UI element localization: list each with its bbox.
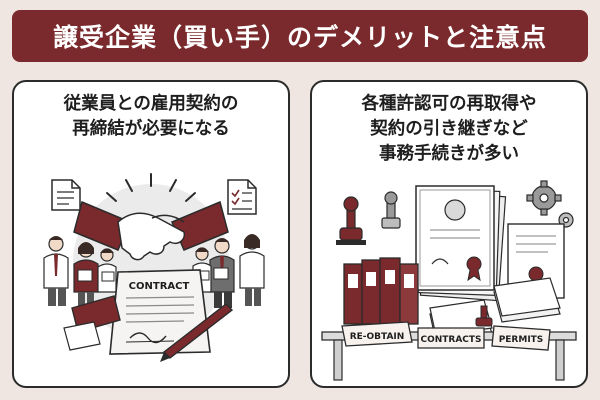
desk-leg-left	[333, 339, 343, 381]
tag-reobtain: RE-OBTAIN	[341, 321, 413, 347]
binder-row	[343, 257, 419, 325]
document-icon-left	[51, 179, 81, 211]
stamp-icon-left	[336, 196, 366, 245]
panel-employment-contracts: 従業員との雇用契約の 再締結が必要になる	[12, 80, 290, 388]
paper-stack-right	[493, 277, 561, 323]
tag-contracts: CONTRACTS	[417, 327, 485, 349]
contract-label: CONTRACT	[129, 281, 190, 292]
handshake-icon	[73, 200, 229, 261]
tag-label: RE-OBTAIN	[350, 332, 405, 342]
contract-document: CONTRACT	[109, 269, 211, 355]
checklist-icon-right	[227, 179, 257, 215]
desk-leg-right	[555, 339, 565, 381]
panel-heading-permits: 各種許認可の再取得や 契約の引き継ぎなど 事務手続きが多い	[312, 92, 586, 167]
handshake-contract-illustration: CONTRACT	[43, 173, 265, 362]
heading-line-3: 事務手続きが多い	[379, 144, 519, 164]
certificate-stack	[415, 185, 507, 302]
stamp-icon-desk	[475, 305, 493, 327]
paperwork-illustration: RE-OBTAIN CONTRACTS PERMITS	[321, 180, 577, 381]
heading-line-2: 契約の引き継ぎなど	[370, 119, 528, 139]
folder-icon	[71, 295, 121, 333]
panel-heading-employment: 従業員との雇用契約の 再締結が必要になる	[14, 92, 288, 142]
heading-line-2: 再締結が必要になる	[72, 119, 230, 139]
tag-label: CONTRACTS	[420, 335, 481, 345]
burst-lines	[106, 173, 196, 202]
tag-label: PERMITS	[499, 335, 544, 345]
panel-permits-procedures: 各種許認可の再取得や 契約の引き継ぎなど 事務手続きが多い	[310, 80, 588, 388]
heading-line-1: 従業員との雇用契約の	[63, 94, 239, 114]
title-banner: 譲受企業（買い手）のデメリットと注意点	[12, 10, 588, 62]
heading-line-1: 各種許認可の再取得や	[361, 94, 537, 114]
note-card-icon	[63, 321, 101, 351]
tag-permits: PERMITS	[491, 325, 551, 351]
gear-icon-large	[526, 180, 562, 216]
pen-icon	[160, 303, 234, 362]
stamp-icon-center	[381, 191, 401, 229]
employee-group-left	[43, 236, 117, 308]
page-title: 譲受企業（買い手）のデメリットと注意点	[52, 23, 547, 52]
